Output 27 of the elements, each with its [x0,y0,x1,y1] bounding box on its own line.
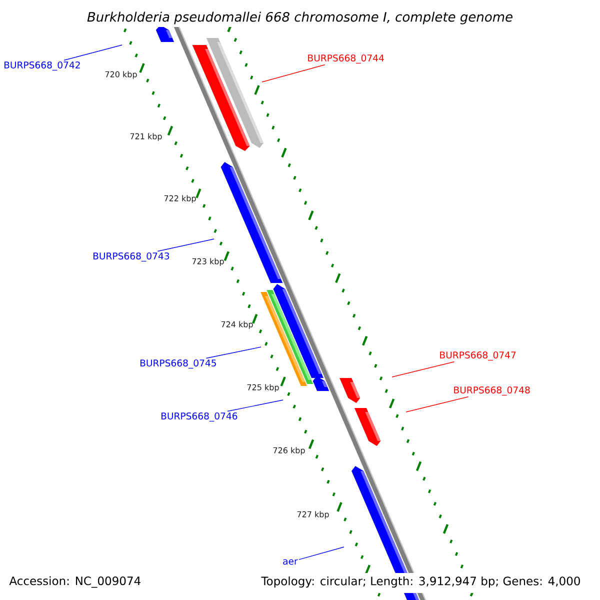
leader-line [206,346,262,359]
leader-line [406,396,469,412]
tick-label: 721 kbp [130,133,162,141]
leader-line [392,361,455,378]
tick-label: 726 kbp [273,447,305,455]
tick-label: 725 kbp [247,384,279,392]
gene-label: aer [283,559,298,565]
gene-label: BURPS668_0742 [4,61,80,71]
gene-label: BURPS668_0743 [93,252,170,262]
title: Burkholderia pseudomallei 668 chromosome I, complete genome [87,12,512,24]
gene-label: BURPS668_0747 [440,351,516,361]
tick-label: 727 kbp [297,511,329,519]
genome-info-text: Topology: circular; Length: 3,912,947 bp; Genes: 4,000 [261,576,580,588]
tick-label: 720 kbp [105,71,137,79]
gene-label: BURPS668_0744 [308,54,384,64]
tick-label: 724 kbp [221,321,253,329]
leader-line [157,238,214,252]
leader-line [262,64,326,82]
gene-label: BURPS668_0745 [140,359,216,369]
gene-label: BURPS668_0746 [161,412,238,422]
leader-line [227,400,284,412]
accession-text: Accession: NC_009074 [9,576,140,588]
gene-label: BURPS668_0748 [454,386,530,396]
tick-label: 723 kbp [192,258,224,266]
leader-line [298,546,344,560]
tick-label: 722 kbp [164,195,196,203]
leader-line [64,44,122,61]
